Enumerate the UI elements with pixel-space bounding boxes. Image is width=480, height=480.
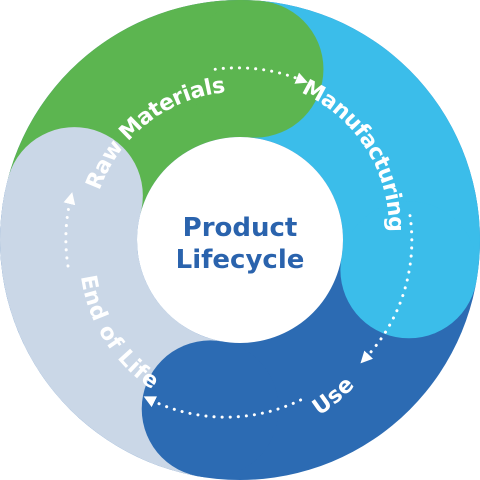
center-title-line2: Lifecycle (176, 245, 305, 275)
manufacturing-segment-cap (340, 201, 478, 339)
connector-end-of-life-to-raw (63, 192, 76, 268)
center-title-line1: Product (183, 213, 298, 243)
cycle-connectors (63, 66, 414, 419)
connector-raw-to-manufacturing (213, 66, 308, 84)
use-segment-cap (141, 340, 279, 478)
connector-manufacturing-to-use (360, 214, 414, 364)
connector-use-to-end-of-life (143, 396, 303, 419)
center-hub (137, 137, 343, 343)
